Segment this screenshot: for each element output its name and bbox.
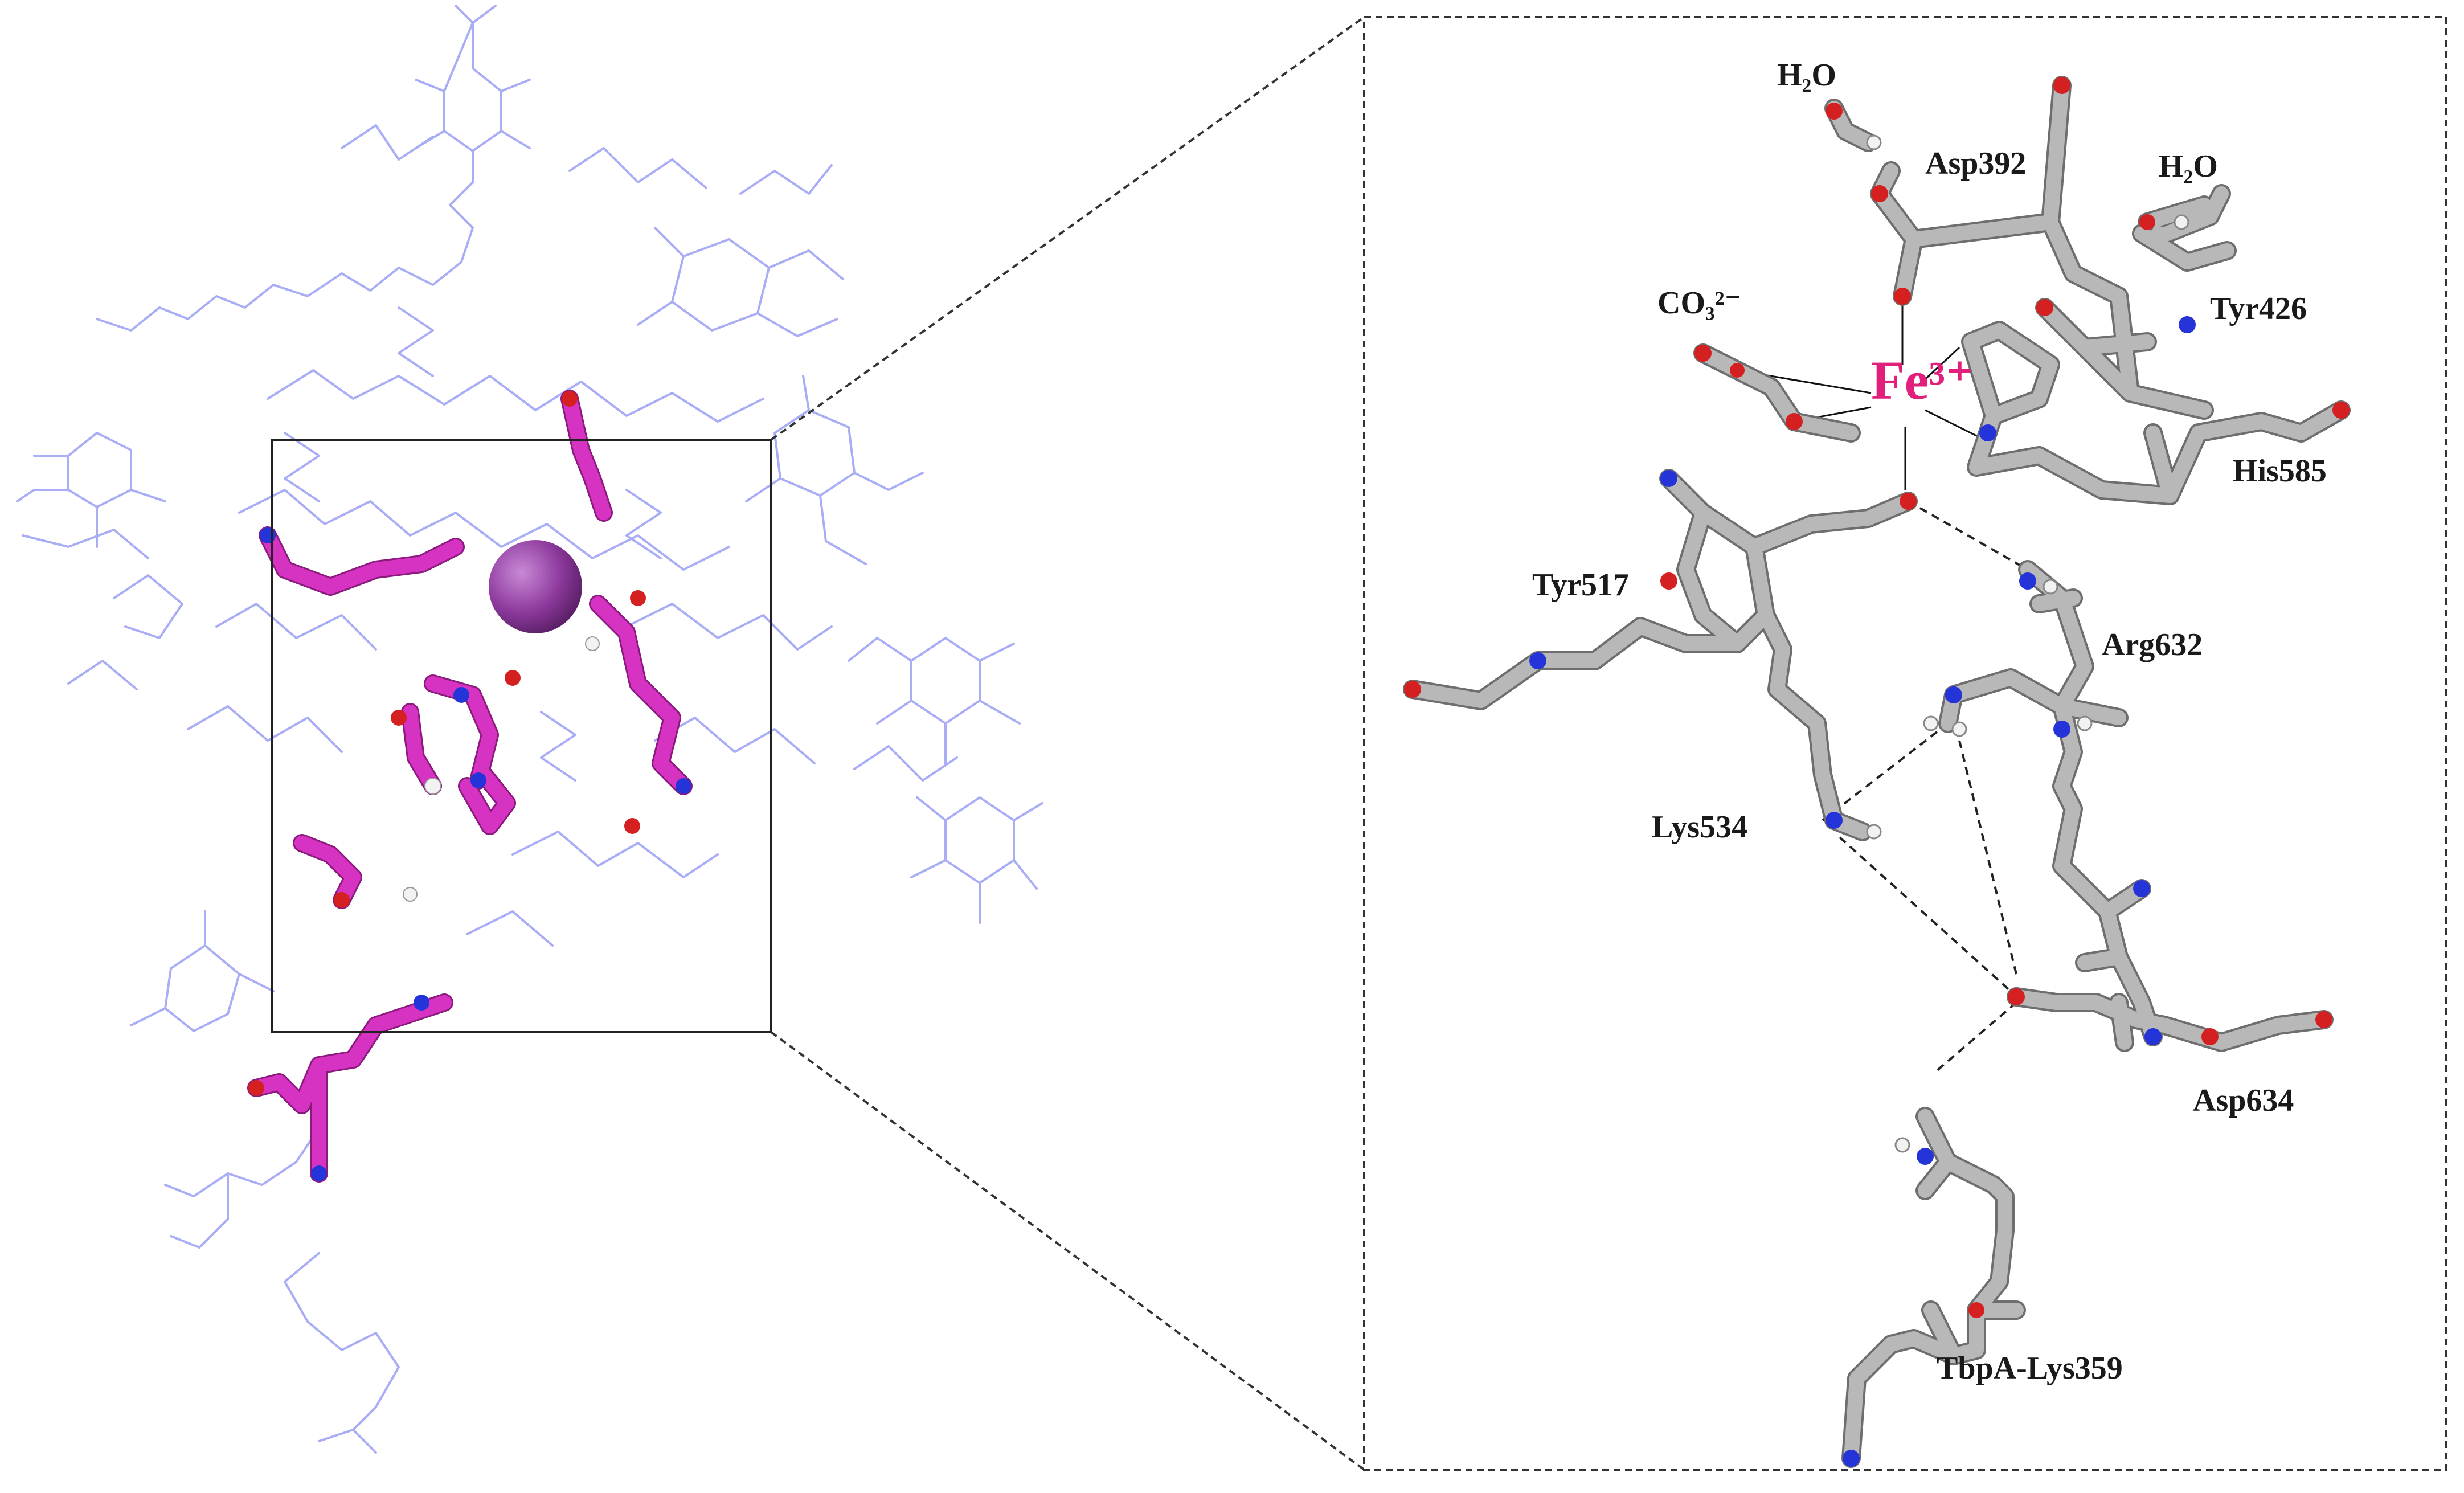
label-h2o-2: H₂O <box>2159 149 2218 184</box>
residue-sticks-fill <box>1405 78 2348 1466</box>
selection-box <box>271 439 772 1033</box>
label-co3: CO₃²⁻ <box>1657 285 1741 321</box>
label-his585: His585 <box>2233 453 2327 489</box>
zoom-frame <box>1363 16 2447 1471</box>
label-h2o-1: H₂O <box>1777 58 1836 93</box>
zoomed-panel: H₂O Asp392 H₂O CO₃²⁻ Tyr426 Fe³⁺ His585 … <box>1363 16 2447 1471</box>
label-tbpa-lys359: TbpA-Lys359 <box>1937 1351 2123 1386</box>
hydrogen-bonds <box>1822 500 2028 1072</box>
label-asp634: Asp634 <box>2193 1083 2294 1118</box>
label-arg632: Arg632 <box>2102 627 2203 662</box>
label-asp392: Asp392 <box>1925 146 2026 181</box>
protein-wireframe <box>16 5 1043 1454</box>
residue-labels: H₂O Asp392 H₂O CO₃²⁻ Tyr426 Fe³⁺ His585 … <box>1532 58 2327 1386</box>
highlighted-residues <box>247 390 693 1183</box>
label-tyr426: Tyr426 <box>2210 291 2307 326</box>
heteroatoms <box>1404 77 2350 1467</box>
residue-sticks <box>1403 76 2351 1468</box>
overview-panel <box>16 5 1043 1454</box>
iron-sphere <box>489 540 582 633</box>
zoom-connectors <box>770 16 1365 1471</box>
label-tyr517: Tyr517 <box>1532 567 1629 603</box>
label-fe: Fe³⁺ <box>1871 350 1974 411</box>
label-lys534: Lys534 <box>1652 809 1747 845</box>
